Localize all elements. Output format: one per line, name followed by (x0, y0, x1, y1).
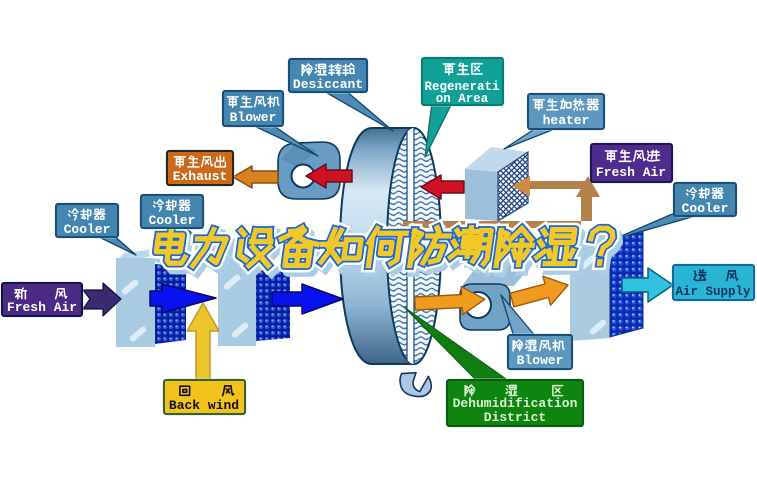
svg-text:Cooler: Cooler (149, 213, 196, 228)
svg-text:Blower: Blower (517, 353, 564, 368)
svg-text:Cooler: Cooler (64, 222, 111, 237)
svg-text:Regenerati: Regenerati (424, 80, 499, 94)
svg-text:Air Supply: Air Supply (675, 285, 751, 299)
svg-text:Fresh Air: Fresh Air (596, 165, 666, 180)
svg-text:on Area: on Area (436, 92, 489, 106)
svg-text:heater: heater (543, 113, 590, 128)
svg-text:Cooler: Cooler (682, 201, 729, 216)
svg-text:Back wind: Back wind (169, 398, 239, 413)
svg-text:Blower: Blower (230, 110, 277, 125)
svg-text:Desiccant: Desiccant (293, 77, 363, 92)
svg-text:Fresh Air: Fresh Air (7, 300, 77, 315)
svg-text:Exhaust: Exhaust (173, 169, 228, 184)
svg-text:Dehumidification: Dehumidification (453, 396, 578, 411)
svg-text:District: District (484, 410, 546, 425)
